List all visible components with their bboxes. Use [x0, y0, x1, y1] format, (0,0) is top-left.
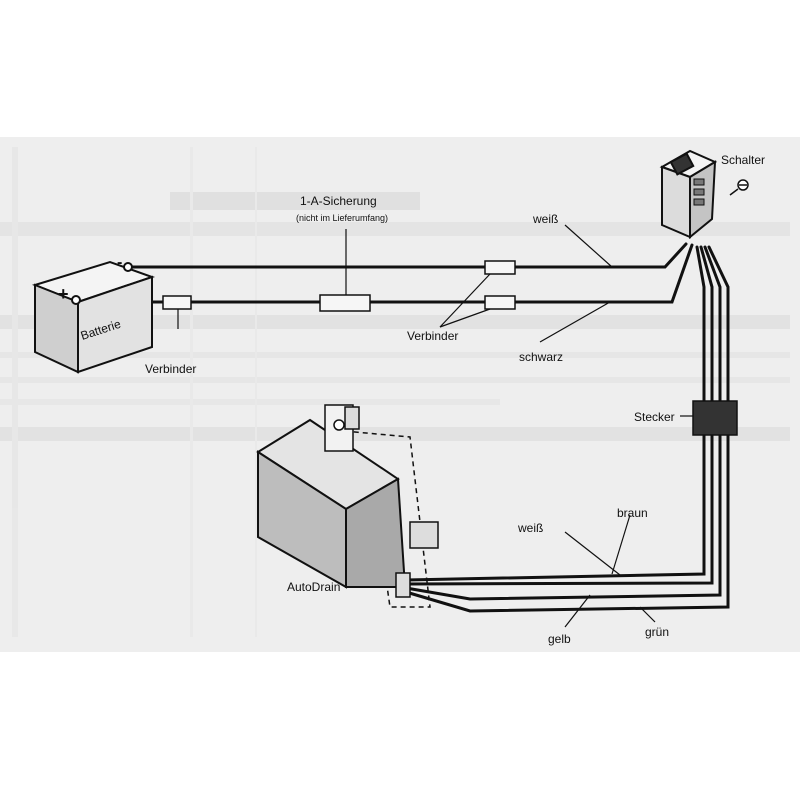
wiring-diagram: - + Batterie [0, 147, 790, 646]
verbinder-left-label: Verbinder [145, 362, 196, 376]
battery-plus-sign: + [58, 284, 69, 304]
autodrain-unit [256, 404, 439, 608]
inline-connector-top [484, 260, 516, 275]
inline-connector-left [162, 295, 192, 310]
wire-label-gelb: gelb [548, 632, 571, 646]
wire-label-braun: braun [617, 506, 648, 520]
stecker-label: Stecker [634, 410, 675, 424]
wire-bundle-4 [404, 245, 730, 613]
wire-battery-plus-schwarz [74, 243, 694, 304]
battery [31, 260, 156, 374]
sicherung-note: (nicht im Lieferumfang) [296, 213, 388, 223]
wire-label-weiss-top: weiß [532, 212, 558, 226]
inline-connector-bottom [484, 295, 516, 310]
wire-label-weiss-bottom: weiß [517, 521, 543, 535]
switch-unit [659, 149, 718, 240]
wire-bundle-3 [404, 245, 722, 601]
wire-battery-minus-weiss [126, 242, 688, 269]
sicherung-label: 1-A-Sicherung [300, 194, 377, 208]
verbinder-right-label: Verbinder [407, 329, 458, 343]
plug-connector [692, 400, 738, 436]
scanned-wiring-diagram: - + Batterie [0, 137, 800, 652]
wire-label-gruen: grün [645, 625, 669, 639]
autodrain-label: AutoDrain [287, 580, 340, 594]
verbinder-right-leaders [439, 273, 491, 328]
background-bleed-through [0, 147, 790, 637]
screw-icon [729, 179, 749, 196]
wire-label-leaders [539, 224, 656, 628]
battery-minus-sign: - [117, 254, 122, 271]
schalter-label: Schalter [721, 153, 765, 167]
wire-label-schwarz: schwarz [519, 350, 563, 364]
fuse [319, 294, 371, 312]
